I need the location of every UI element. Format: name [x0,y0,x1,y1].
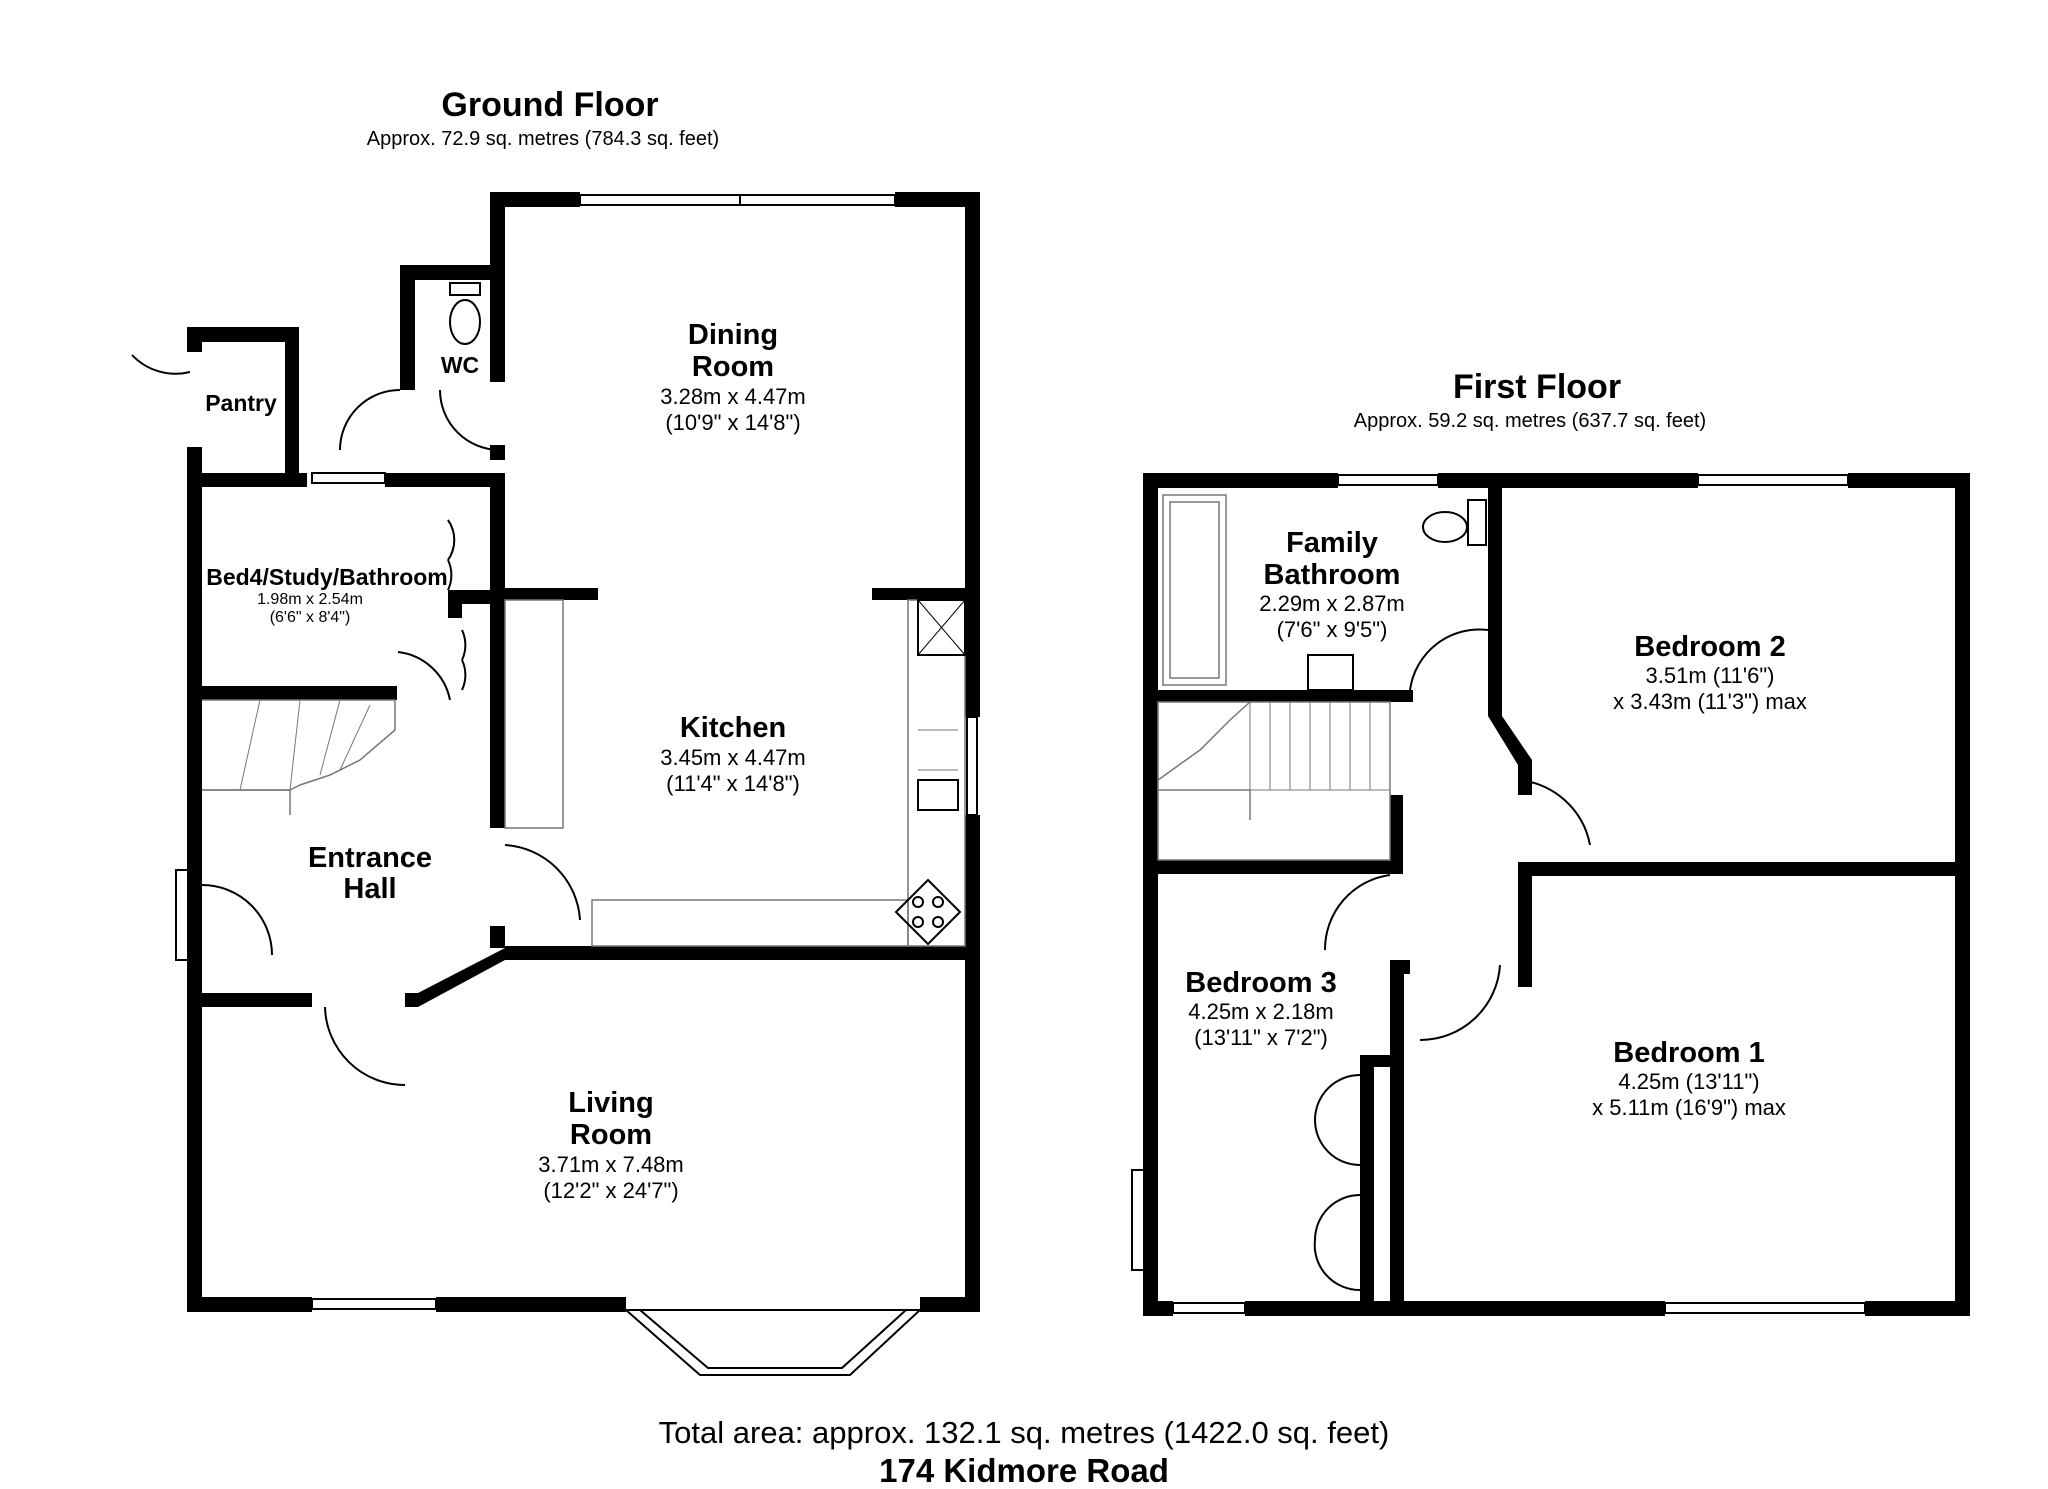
first-floor-title: First Floor [1453,368,1621,406]
living-room-name-2: Room [570,1119,652,1151]
pantry-name: Pantry [205,390,277,416]
entrance-hall-name-2: Hall [343,873,396,905]
dining-room-name-1: Dining [688,319,778,351]
bedroom2-dim-2: x 3.43m (11'3") max [1613,689,1807,714]
ground-floor-area: Approx. 72.9 sq. metres (784.3 sq. feet) [367,128,719,150]
ground-floor-title: Ground Floor [441,86,658,124]
kitchen-name: Kitchen [680,712,786,744]
kitchen-dim-imperial: (11'4" x 14'8") [666,771,800,796]
living-room-dim-imperial: (12'2" x 24'7") [543,1178,678,1203]
bathroom-dim-metric: 2.29m x 2.87m [1259,591,1405,616]
ground-floor-fixtures [131,194,978,1376]
entrance-hall-name-1: Entrance [308,842,432,874]
total-area: Total area: approx. 132.1 sq. metres (14… [659,1415,1390,1450]
first-floor-fixtures [1131,474,1866,1314]
kitchen-dim-metric: 3.45m x 4.47m [660,745,806,770]
bed4-dim-metric: 1.98m x 2.54m [257,591,363,608]
dining-room-name-2: Room [692,351,774,383]
bathroom-name-1: Family [1286,527,1378,559]
bed4-dim-imperial: (6'6" x 8'4") [270,609,351,626]
dining-room-dim-metric: 3.28m x 4.47m [660,384,806,409]
bedroom3-dim-metric: 4.25m x 2.18m [1188,999,1334,1024]
living-room-name-1: Living [568,1087,653,1119]
address: 174 Kidmore Road [879,1452,1169,1489]
bedroom1-name: Bedroom 1 [1613,1037,1764,1069]
bedroom2-name: Bedroom 2 [1634,631,1785,663]
bedroom2-dim-1: 3.51m (11'6") [1646,663,1775,688]
ground-floor-walls [187,192,980,1312]
bedroom1-dim-2: x 5.11m (16'9") max [1592,1095,1786,1120]
dining-room-dim-imperial: (10'9" x 14'8") [665,410,800,435]
first-floor-area: Approx. 59.2 sq. metres (637.7 sq. feet) [1354,410,1706,432]
bedroom1-dim-1: 4.25m (13'11") [1618,1069,1759,1094]
living-room-dim-metric: 3.71m x 7.48m [538,1152,684,1177]
bathroom-name-2: Bathroom [1264,559,1401,591]
bed4-name: Bed4/Study/Bathroom [206,564,448,590]
bedroom3-dim-imperial: (13'11" x 7'2") [1194,1025,1328,1050]
bedroom3-name: Bedroom 3 [1185,967,1336,999]
wc-name: WC [441,352,479,378]
bathroom-dim-imperial: (7'6" x 9'5") [1277,617,1388,642]
first-floor-walls [1143,473,1970,1316]
